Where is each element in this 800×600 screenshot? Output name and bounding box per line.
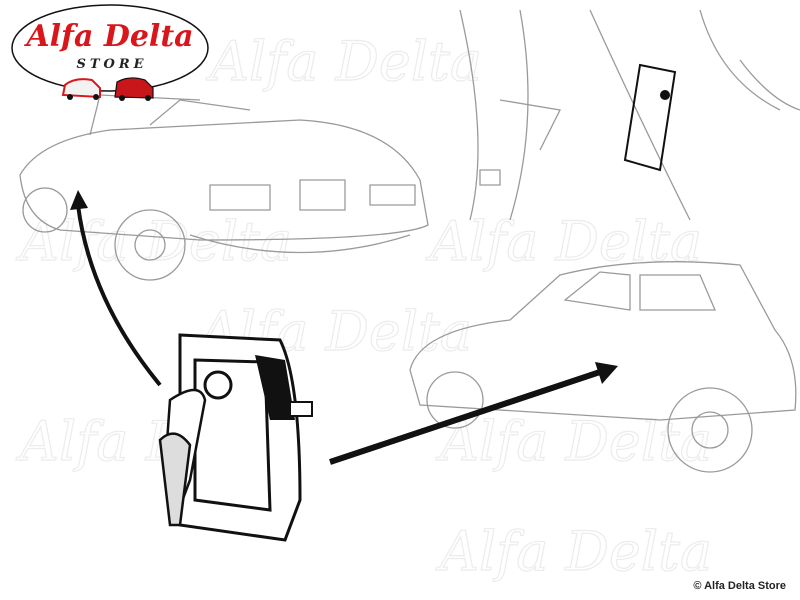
svg-text:Alfa Delta: Alfa Delta — [425, 210, 702, 273]
svg-text:Alfa Delta: Alfa Delta — [15, 210, 292, 273]
arrow-to-coupe — [329, 362, 618, 465]
alfa-delta-store-logo: Alfa Delta STORE — [11, 4, 209, 101]
svg-text:STORE: STORE — [76, 57, 147, 72]
keys — [158, 388, 207, 527]
logo-car-white — [61, 78, 101, 100]
svg-text:Alfa Delta: Alfa Delta — [23, 19, 193, 54]
spider-car-drawing — [19, 94, 429, 281]
arrow-to-spider — [70, 190, 162, 387]
svg-text:Alfa Delta: Alfa Delta — [205, 30, 482, 93]
copyright-notice: © Alfa Delta Store — [693, 580, 786, 592]
lock-handle-part — [178, 333, 313, 542]
watermark-pattern: Alfa Delta Alfa Delta Alfa Delta Alfa De… — [14, 29, 712, 583]
coupe-car-drawing — [409, 261, 797, 473]
logo-car-red — [114, 77, 154, 101]
svg-text:Alfa Delta: Alfa Delta — [435, 520, 712, 583]
door-pillar-detail — [459, 9, 800, 221]
